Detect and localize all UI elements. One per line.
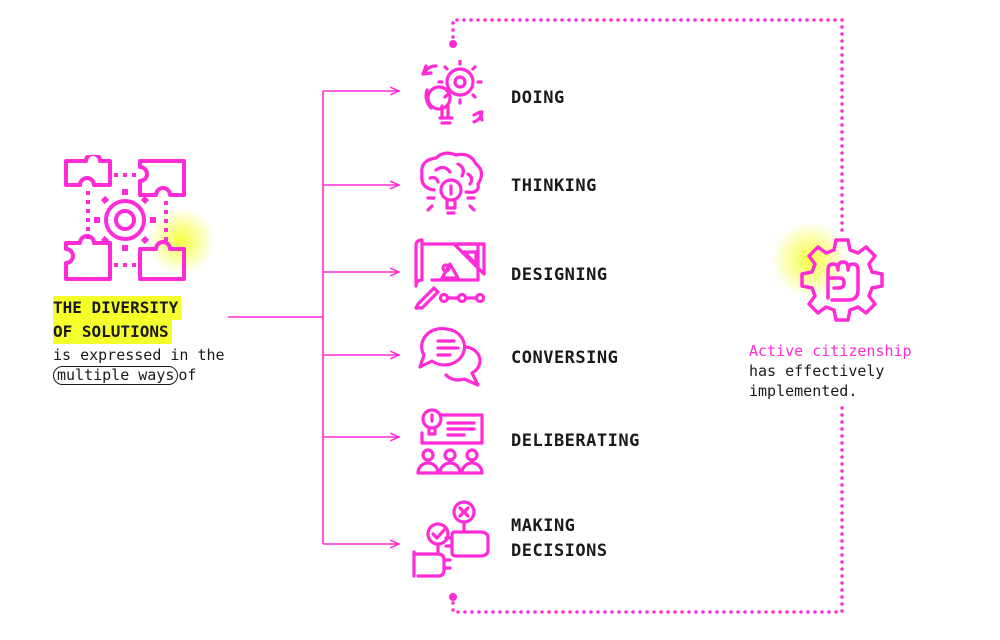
- design-tools-icon: [414, 238, 486, 310]
- feedback-loop-dotted: [451, 18, 844, 614]
- voting-hands-icon: [412, 500, 490, 578]
- loop-end-dot: [449, 593, 457, 601]
- subtitle-line-1: is expressed in the: [53, 346, 225, 364]
- gears-lightbulb-icon: [421, 60, 484, 125]
- active-line-3: implemented.: [749, 382, 858, 400]
- brain-lightbulb-icon: [420, 151, 484, 215]
- label-thinking: THINKING: [511, 176, 597, 196]
- label-deliberating: DELIBERATING: [511, 431, 640, 451]
- puzzle-gear-icon: [64, 155, 186, 281]
- label-making: MAKING: [511, 516, 576, 536]
- label-decisions: DECISIONS: [511, 541, 608, 561]
- label-conversing: CONVERSING: [511, 348, 619, 368]
- audience-presentation-icon: [416, 408, 484, 475]
- title-line-2: OF SOLUTIONS: [53, 320, 172, 344]
- chat-bubbles-icon: [418, 326, 482, 387]
- title-line-1: THE DIVERSITY: [53, 296, 182, 320]
- active-line-2: has effectively: [749, 362, 885, 380]
- active-line-1: Active citizenship: [749, 342, 912, 360]
- fist-gear-icon: [800, 238, 884, 322]
- multiple-ways-pill: multiple ways: [53, 366, 179, 385]
- diversity-title: THE DIVERSITY OF SOLUTIONS: [53, 296, 182, 344]
- subtitle-of: of: [178, 366, 197, 384]
- label-doing: DOING: [511, 88, 565, 108]
- loop-start-dot: [449, 40, 457, 48]
- active-citizenship-text: Active citizenship has effectively imple…: [749, 341, 912, 401]
- label-designing: DESIGNING: [511, 265, 608, 285]
